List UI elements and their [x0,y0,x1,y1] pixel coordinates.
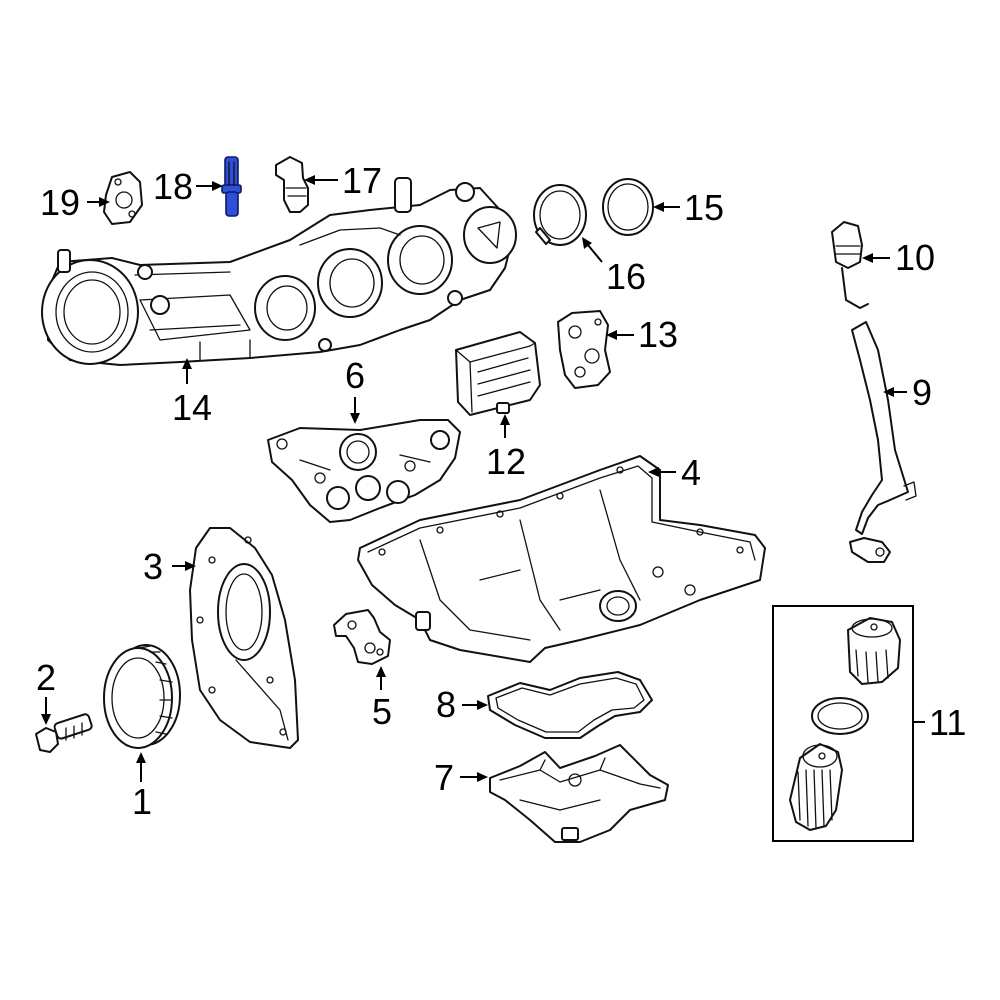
part-19-sensor[interactable] [103,171,143,225]
part-13-gasket[interactable] [557,310,611,389]
callout-4: 4 [681,452,701,493]
callout-3: 3 [143,546,163,587]
callout-6: 6 [345,355,365,396]
callout-10: 10 [895,237,935,278]
oil-filter-element [789,743,843,831]
callout-14: 14 [172,387,212,428]
part-18-sensor-highlighted[interactable] [221,156,242,217]
part-7-lower-oil-pan[interactable] [489,744,669,843]
part-10-connector[interactable] [831,221,869,309]
callout-18: 18 [153,166,193,207]
part-11-box [772,605,914,842]
part-6-front-cover[interactable] [267,419,461,523]
part-16-clamp[interactable] [533,184,587,246]
callout-16: 16 [606,256,646,297]
part-4-upper-oil-pan[interactable] [357,455,766,663]
callout-5: 5 [372,691,392,732]
part-9-dipstick-tube[interactable] [849,321,917,563]
callout-1: 1 [132,781,152,822]
leader-lines [41,175,925,782]
part-2-bolt[interactable] [35,713,93,753]
callout-7: 7 [434,757,454,798]
part-3-seal-cover[interactable] [189,527,299,749]
part-5-bracket[interactable] [333,609,391,665]
callout-8: 8 [436,684,456,725]
callout-15: 15 [684,187,724,228]
oil-filter-cap [847,617,901,685]
callout-2: 2 [36,657,56,698]
callout-17: 17 [342,160,382,201]
callout-11: 11 [929,702,966,743]
callout-labels: 19 18 17 14 16 15 10 13 9 6 12 4 3 11 2 … [36,160,966,822]
part-8-pan-gasket[interactable] [487,671,653,739]
part-1-pulley[interactable] [103,644,181,749]
callout-9: 9 [912,372,932,413]
part-14-intake-manifold[interactable] [41,177,517,366]
oil-filter-o-ring [811,697,869,735]
part-15-seal-ring[interactable] [602,178,654,236]
part-17-connector[interactable] [275,156,309,213]
part-11-oil-filter-group[interactable] [772,605,914,842]
part-12-oil-cooler[interactable] [455,331,541,416]
callout-13: 13 [638,314,678,355]
callout-19: 19 [40,182,80,223]
callout-12: 12 [486,441,526,482]
